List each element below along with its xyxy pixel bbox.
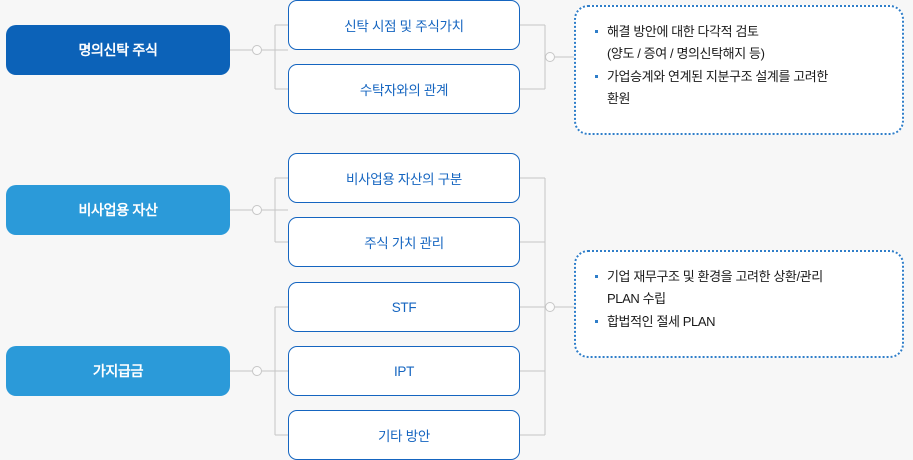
node-sutakjawaui-gwangye[interactable]: 수탁자와의 관계 — [288, 64, 520, 114]
bullet-line: 합법적인 절세 PLAN — [607, 314, 716, 329]
node-gita-bangan[interactable]: 기타 방안 — [288, 410, 520, 460]
junction-dot — [545, 302, 555, 312]
category-gajigeupgeum[interactable]: 가지급금 — [6, 346, 230, 396]
callout-top-list: 해결 방안에 대한 다각적 검토 (양도 / 증여 / 명의신탁해지 등) 가업… — [594, 21, 886, 110]
bullet-line: 환원 — [607, 91, 631, 106]
category-bisaeobyong-jasan[interactable]: 비사업용 자산 — [6, 185, 230, 235]
node-stf[interactable]: STF — [288, 282, 520, 332]
junction-dot — [252, 45, 262, 55]
bullet-line: (양도 / 증여 / 명의신탁해지 등) — [607, 46, 765, 61]
node-jusik-gachi-gwanri[interactable]: 주식 가치 관리 — [288, 217, 520, 267]
node-sintak-sijeom-mit-jusikgachi[interactable]: 신탁 시점 및 주식가치 — [288, 0, 520, 50]
callout-bottom-list: 기업 재무구조 및 환경을 고려한 상환/관리 PLAN 수립 합법적인 절세 … — [594, 266, 886, 333]
category-myeonguisintak-jusik[interactable]: 명의신탁 주식 — [6, 25, 230, 75]
callout-top-bullet-2: 가업승계와 연계된 지분구조 설계를 고려한 환원 — [594, 66, 886, 110]
callout-bottom: 기업 재무구조 및 환경을 고려한 상환/관리 PLAN 수립 합법적인 절세 … — [574, 250, 904, 358]
node-bisaeobyong-jasanui-gubun[interactable]: 비사업용 자산의 구분 — [288, 153, 520, 203]
bullet-line: 기업 재무구조 및 환경을 고려한 상환/관리 — [607, 269, 823, 284]
junction-dot — [545, 52, 555, 62]
bullet-line: 가업승계와 연계된 지분구조 설계를 고려한 — [607, 69, 828, 84]
bullet-line: PLAN 수립 — [607, 291, 666, 306]
junction-dot — [252, 205, 262, 215]
node-ipt[interactable]: IPT — [288, 346, 520, 396]
bullet-line: 해결 방안에 대한 다각적 검토 — [607, 24, 759, 39]
bullet-dot-icon — [595, 30, 598, 33]
callout-bottom-bullet-1: 기업 재무구조 및 환경을 고려한 상환/관리 PLAN 수립 — [594, 266, 886, 310]
bullet-dot-icon — [595, 275, 598, 278]
callout-top-bullet-1: 해결 방안에 대한 다각적 검토 (양도 / 증여 / 명의신탁해지 등) — [594, 21, 886, 65]
callout-bottom-bullet-2: 합법적인 절세 PLAN — [594, 311, 886, 333]
callout-top: 해결 방안에 대한 다각적 검토 (양도 / 증여 / 명의신탁해지 등) 가업… — [574, 5, 904, 135]
junction-dot — [252, 366, 262, 376]
bullet-dot-icon — [595, 75, 598, 78]
bullet-dot-icon — [595, 320, 598, 323]
